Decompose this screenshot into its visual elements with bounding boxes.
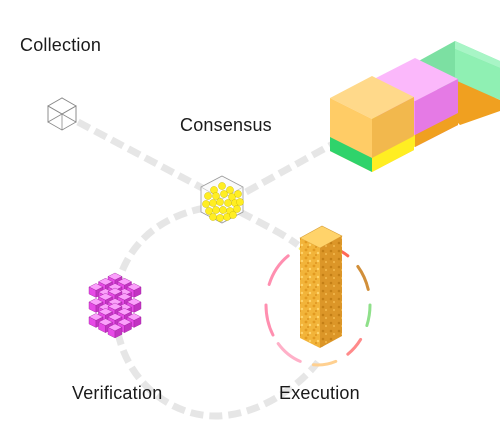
magenta-cube-face xyxy=(114,327,123,339)
yellow-sphere xyxy=(209,199,217,207)
yellow-sphere xyxy=(219,206,227,214)
yellow-sphere xyxy=(212,206,220,214)
path-collection-consensus xyxy=(76,118,208,194)
connection-paths xyxy=(76,118,342,420)
collection-label: Collection xyxy=(20,35,102,55)
yellow-sphere xyxy=(226,186,234,194)
yellow-sphere xyxy=(216,214,224,222)
magenta-cube-face xyxy=(133,316,142,328)
yellow-sphere xyxy=(218,182,226,190)
yellow-sphere xyxy=(224,199,232,207)
yellow-sphere xyxy=(229,211,237,219)
execution-tower-icon xyxy=(299,225,343,348)
yellow-sphere xyxy=(212,192,220,200)
path-consensus-chain xyxy=(244,136,342,196)
execution-label: Execution xyxy=(279,383,360,403)
yellow-sphere xyxy=(236,198,244,206)
path-consensus-execution xyxy=(238,208,301,248)
wireframe-cube-icon xyxy=(47,97,77,131)
block-chain-icon xyxy=(330,41,500,172)
yellow-sphere-cluster-icon xyxy=(200,175,244,224)
yellow-sphere xyxy=(204,192,212,200)
execution-ring-arc xyxy=(365,303,372,328)
magenta-cube-face xyxy=(124,321,132,333)
yellow-sphere xyxy=(220,190,228,198)
yellow-sphere xyxy=(228,193,236,201)
yellow-sphere xyxy=(216,198,224,206)
yellow-sphere xyxy=(234,190,242,198)
execution-ring-arc xyxy=(276,342,302,363)
magenta-cube-cluster-icon xyxy=(88,272,142,339)
verification-label: Verification xyxy=(72,383,163,403)
execution-ring-arc xyxy=(264,303,275,337)
yellow-sphere xyxy=(233,205,241,213)
execution-ring-arc xyxy=(356,264,370,291)
block-orange xyxy=(330,76,414,172)
magenta-cube-face xyxy=(133,286,142,298)
yellow-sphere xyxy=(202,200,210,208)
execution-ring-arc xyxy=(267,254,290,286)
execution-ring-arc xyxy=(311,359,338,367)
yellow-sphere xyxy=(209,213,217,221)
execution-ring-arc xyxy=(346,337,363,356)
consensus-label: Consensus xyxy=(180,115,272,135)
path-loop xyxy=(111,204,321,420)
magenta-cube-face xyxy=(133,301,142,313)
